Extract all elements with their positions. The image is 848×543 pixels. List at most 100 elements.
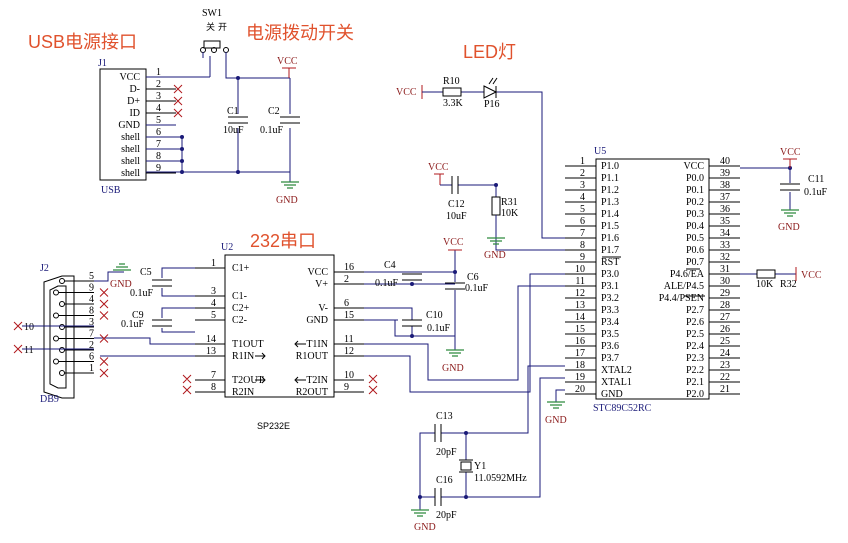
j1-pin-number: 1 <box>156 67 161 78</box>
db9-pin-number: 9 <box>89 283 94 294</box>
u5-pin-label: P1.5 <box>601 221 619 232</box>
led-icon <box>483 85 498 99</box>
u5-pin-number: 1 <box>580 156 585 167</box>
u2-pin-label: T2OUT <box>232 375 264 386</box>
no-connect-mark <box>99 288 109 297</box>
u5-pin-label: P3.4 <box>601 317 619 328</box>
u2-pin-label: R1OUT <box>296 351 328 362</box>
c9-ref: C9 <box>132 310 144 321</box>
j1-ref: J1 <box>98 58 107 69</box>
j1-pin-number: 7 <box>156 139 161 150</box>
u2-pin-number: 12 <box>344 346 354 357</box>
u5-pin-number: 24 <box>720 348 730 359</box>
gnd-bars <box>547 401 565 409</box>
u2-pin-number: 8 <box>211 382 216 393</box>
reset-vcc-label: VCC <box>428 162 449 173</box>
db9-pin-hole <box>59 324 65 330</box>
u5-pin-number: 8 <box>580 240 585 251</box>
j2-net-11: 11 <box>24 345 34 356</box>
c4-value: 0.1uF <box>375 278 399 289</box>
u5-pin-number: 2 <box>580 168 585 179</box>
db9-pin-hole <box>59 278 65 284</box>
u5-pin-number: 30 <box>720 276 730 287</box>
led-vcc-label: VCC <box>396 87 417 98</box>
u5-right-pins: 40VCC39P0.038P0.137P0.236P0.335P0.434P0.… <box>659 156 740 400</box>
u5-pin-label: RST <box>601 257 619 268</box>
j1-pin-label: shell <box>121 168 140 179</box>
u5-pin-number: 36 <box>720 204 730 215</box>
u5-pin-label: XTAL1 <box>601 377 632 388</box>
u5-pin-label: P3.7 <box>601 353 619 364</box>
gnd-bars <box>113 263 131 271</box>
c4-ref: C4 <box>384 260 396 271</box>
r31-ref: R31 <box>501 197 518 208</box>
u5-pin-number: 27 <box>720 312 730 323</box>
u2-pin-label: C1- <box>232 291 247 302</box>
u5-pin-number: 10 <box>575 264 585 275</box>
u5-pin-number: 38 <box>720 180 730 191</box>
u5-pin-number: 17 <box>575 348 585 359</box>
u2-pin-label: C2- <box>232 315 247 326</box>
sw1-pin <box>223 47 229 53</box>
junction <box>180 135 184 139</box>
no-connect-marks-j1 <box>173 84 183 118</box>
overbar-marks <box>602 256 705 297</box>
wire-j2-nets <box>22 325 94 350</box>
led-rays <box>488 77 498 85</box>
u5-pin-number: 31 <box>720 264 730 275</box>
wire-crystal <box>466 365 565 498</box>
u2-pin-label: V- <box>318 303 328 314</box>
u5-pin-label: P3.0 <box>601 269 619 280</box>
u5-pin-label: P3.1 <box>601 281 619 292</box>
u2-pin-number: 1 <box>211 258 216 269</box>
led-annotation: LED灯 <box>463 42 516 62</box>
db9-pin-number: 3 <box>89 317 94 328</box>
u2-pin-label: R2IN <box>232 387 254 398</box>
u5-pin-label: P2.6 <box>686 317 704 328</box>
crystal-gnd-label: GND <box>414 522 436 533</box>
wire-crystal-caps <box>419 432 467 510</box>
junction <box>180 147 184 151</box>
u2-ref: U2 <box>221 242 233 253</box>
u5-pin-label: P0.7 <box>686 257 704 268</box>
u5-pin-number: 20 <box>575 384 585 395</box>
u5-pin-label: P2.4 <box>686 341 704 352</box>
u5-pin-label: P1.4 <box>601 209 619 220</box>
c16-ref: C16 <box>436 475 453 486</box>
u5-pin-label: P1.6 <box>601 233 619 244</box>
wire-uart-mcu <box>364 273 565 393</box>
c11-vcc-label: VCC <box>780 147 801 158</box>
wire-u2-db9 <box>94 337 195 357</box>
u5-pin-number: 26 <box>720 324 730 335</box>
junction <box>464 431 468 435</box>
crystal-y1 <box>460 461 472 471</box>
junction <box>180 159 184 163</box>
gnd-bars <box>446 349 464 357</box>
wire-power-caps <box>237 78 291 172</box>
u5-pin-number: 5 <box>580 204 585 215</box>
u2-arrow-out <box>255 355 265 381</box>
led-circuit: VCC R10 3.3K P16 <box>396 76 565 239</box>
u5-pin-number: 35 <box>720 216 730 227</box>
c11-gnd-label: GND <box>778 222 800 233</box>
j1-pin-label: shell <box>121 156 140 167</box>
c13-ref: C13 <box>436 411 453 422</box>
u5-pin-label: P0.6 <box>686 245 704 256</box>
junction <box>236 76 240 80</box>
u2-pin-number: 2 <box>344 274 349 285</box>
crystal-y1-plates <box>459 459 473 473</box>
db9-shell-inner <box>49 285 67 389</box>
db9-pin-number: 2 <box>89 340 94 351</box>
no-connect-mark <box>99 368 109 378</box>
j1-pin-number: 3 <box>156 91 161 102</box>
u5-pin-number: 23 <box>720 360 730 371</box>
u5-pin-number: 4 <box>580 192 585 203</box>
junction <box>236 170 240 174</box>
u5-pin-label: P1.2 <box>601 185 619 196</box>
db9-pin-hole <box>59 370 65 376</box>
j1-pin-label: VCC <box>119 72 140 83</box>
j1-pin-label: D- <box>129 84 140 95</box>
y1-value: 11.0592MHz <box>474 473 527 484</box>
u5-body <box>595 158 710 400</box>
